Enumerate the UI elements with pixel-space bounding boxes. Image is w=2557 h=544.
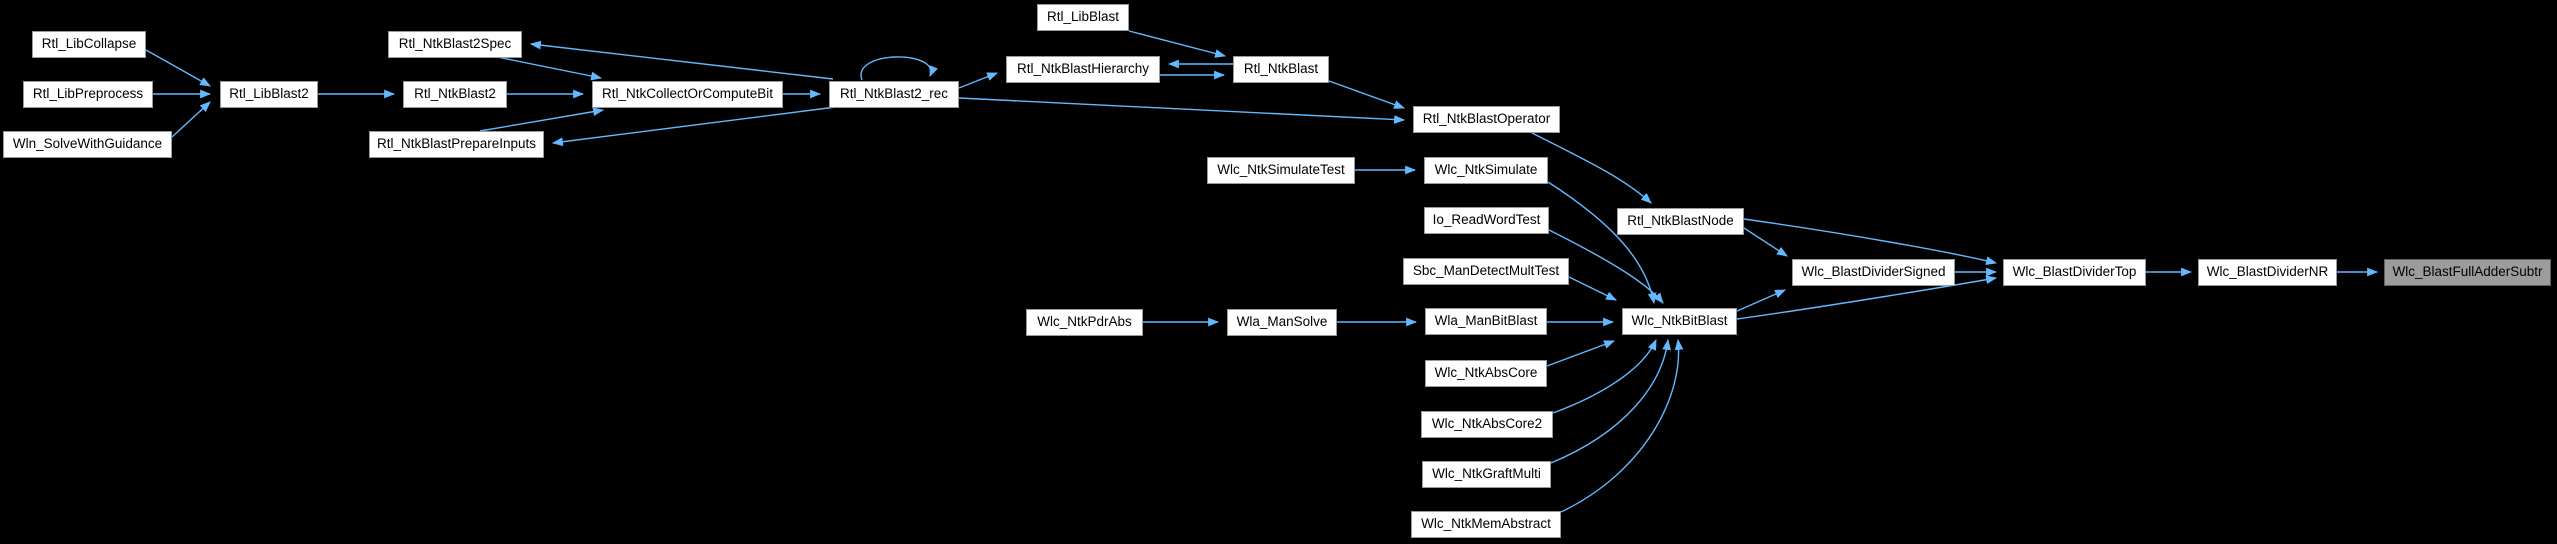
graph-edge-blast2rec-blast2spec (529, 40, 834, 80)
node-wlc-blastdividertop[interactable]: Wlc_BlastDividerTop (2003, 259, 2146, 286)
graph-edge-blastnode-dividertop (1743, 218, 1998, 265)
node-wlc-ntksimulate[interactable]: Wlc_NtkSimulate (1424, 157, 1548, 184)
node-wlc-ntksimulatetest[interactable]: Wlc_NtkSimulateTest (1207, 157, 1355, 184)
graph-edge-bitblast-dividersigned (1736, 289, 1787, 312)
node-wlc-ntkabscore2[interactable]: Wlc_NtkAbsCore2 (1421, 411, 1553, 438)
node-rtl-ntkblast2-rec[interactable]: Rtl_NtkBlast2_rec (829, 81, 959, 108)
graph-edge-abscore2-bitblast (1552, 338, 1657, 414)
graph-edge-libcollapse-libblast2 (145, 49, 211, 87)
node-rtl-ntkblastprepareinputs[interactable]: Rtl_NtkBlastPrepareInputs (369, 131, 544, 158)
graph-edge-blast2rec-prepareinputs (551, 106, 837, 147)
node-wlc-blastdividersigned[interactable]: Wlc_BlastDividerSigned (1792, 259, 1955, 286)
graph-edge-bitblast-dividertop (1736, 275, 1998, 320)
graph-edge-blast2rec-hierarchy (958, 72, 999, 89)
graph-edge-detectmulttest-bitblast (1568, 276, 1617, 301)
node-io-readwordtest[interactable]: Io_ReadWordTest (1424, 207, 1549, 234)
node-wlc-ntkgraftmulti[interactable]: Wlc_NtkGraftMulti (1422, 461, 1551, 488)
node-rtl-libblast2[interactable]: Rtl_LibBlast2 (220, 81, 318, 108)
node-rtl-ntkcollectorcomputebit[interactable]: Rtl_NtkCollectOrComputeBit (592, 81, 783, 108)
node-wlc-ntkbitblast[interactable]: Wlc_NtkBitBlast (1622, 308, 1737, 335)
graph-edge-blast2rec-selfloop (860, 56, 938, 81)
graph-edge-wlnsolve-libblast2 (171, 101, 211, 138)
graph-edge-simulate-bitblast (1547, 181, 1657, 305)
node-rtl-libblast[interactable]: Rtl_LibBlast (1037, 4, 1129, 31)
graph-edge-blast2rec-operator (958, 97, 1406, 124)
graph-edge-operator-blastnode (1531, 132, 1652, 204)
node-wlc-blastfulladdersubtr: Wlc_BlastFullAdderSubtr (2384, 259, 2551, 286)
node-rtl-ntkblasthierarchy[interactable]: Rtl_NtkBlastHierarchy (1006, 56, 1160, 83)
node-wlc-ntkpdrabs[interactable]: Wlc_NtkPdrAbs (1026, 309, 1143, 336)
graph-edge-ntkblast-operator (1328, 80, 1406, 109)
node-wln-solvewithguidance[interactable]: Wln_SolveWithGuidance (3, 131, 172, 158)
node-wlc-ntkmemabstract[interactable]: Wlc_NtkMemAbstract (1411, 511, 1561, 538)
node-rtl-libcollapse[interactable]: Rtl_LibCollapse (32, 31, 146, 58)
node-rtl-ntkblast[interactable]: Rtl_NtkBlast (1233, 56, 1329, 83)
graph-edge-abscore-bitblast (1546, 340, 1616, 367)
node-wlc-blastdividernr[interactable]: Wlc_BlastDividerNR (2198, 259, 2337, 286)
graph-edge-graftmulti-bitblast (1550, 338, 1672, 464)
node-wla-mansolve[interactable]: Wla_ManSolve (1227, 309, 1337, 336)
graph-edge-memabstract-bitblast (1560, 338, 1684, 513)
node-rtl-libpreprocess[interactable]: Rtl_LibPreprocess (23, 81, 153, 108)
node-rtl-ntkblast2spec[interactable]: Rtl_NtkBlast2Spec (388, 31, 522, 58)
node-rtl-ntkblast2[interactable]: Rtl_NtkBlast2 (403, 81, 507, 108)
graph-edge-blast2spec-collect (496, 56, 603, 81)
node-sbc-mandetectmulttest[interactable]: Sbc_ManDetectMultTest (1403, 258, 1569, 285)
graph-edge-blastnode-dividersigned (1743, 227, 1788, 257)
graph-edge-readwordtest-bitblast (1548, 229, 1664, 304)
graph-edge-prepareinputs-collect (479, 107, 605, 132)
node-rtl-ntkblastoperator[interactable]: Rtl_NtkBlastOperator (1413, 106, 1560, 133)
graph-edge-libblast-ntkblast (1128, 30, 1227, 58)
node-wla-manbitblast[interactable]: Wla_ManBitBlast (1425, 308, 1547, 335)
node-rtl-ntkblastnode[interactable]: Rtl_NtkBlastNode (1617, 208, 1744, 235)
node-wlc-ntkabscore[interactable]: Wlc_NtkAbsCore (1425, 360, 1547, 387)
